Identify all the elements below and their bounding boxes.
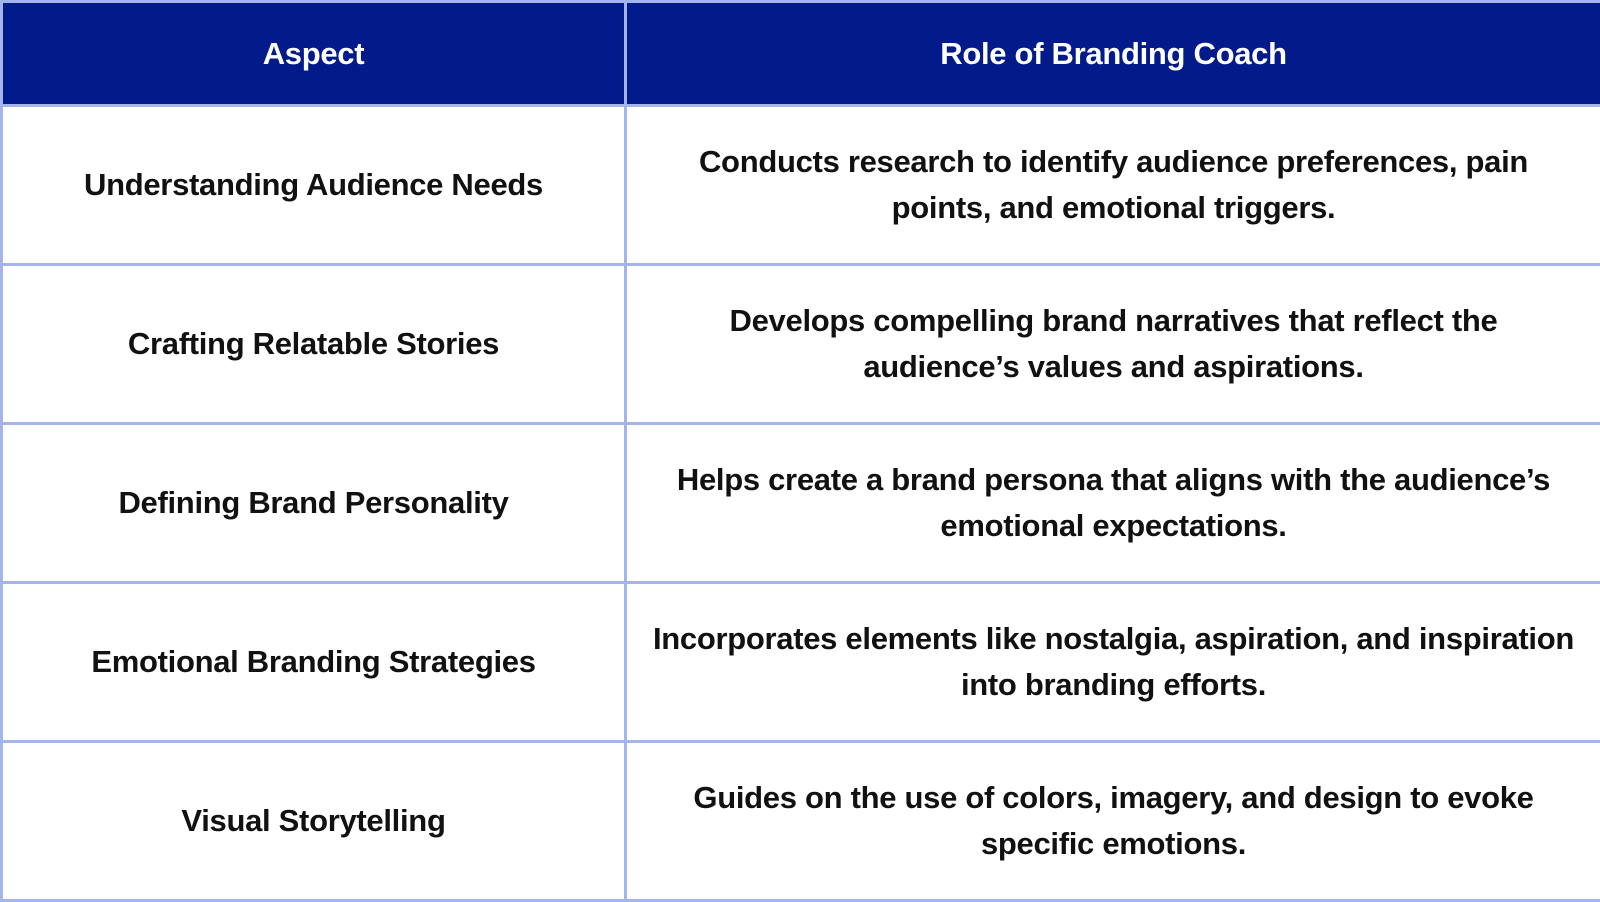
table-row: Crafting Relatable Stories Develops comp… (2, 265, 1600, 424)
header-aspect: Aspect (2, 2, 626, 106)
aspect-cell: Crafting Relatable Stories (2, 265, 626, 424)
role-cell: Conducts research to identify audience p… (626, 106, 1600, 265)
aspect-cell: Understanding Audience Needs (2, 106, 626, 265)
role-cell: Helps create a brand persona that aligns… (626, 424, 1600, 583)
role-cell: Incorporates elements like nostalgia, as… (626, 583, 1600, 742)
header-role-of-branding-coach: Role of Branding Coach (626, 2, 1600, 106)
table-row: Defining Brand Personality Helps create … (2, 424, 1600, 583)
header-row: Aspect Role of Branding Coach (2, 2, 1600, 106)
table-row: Visual Storytelling Guides on the use of… (2, 742, 1600, 901)
aspect-cell: Emotional Branding Strategies (2, 583, 626, 742)
role-cell: Guides on the use of colors, imagery, an… (626, 742, 1600, 901)
table-body: Understanding Audience Needs Conducts re… (2, 106, 1600, 901)
aspect-cell: Defining Brand Personality (2, 424, 626, 583)
role-cell: Develops compelling brand narratives tha… (626, 265, 1600, 424)
aspect-cell: Visual Storytelling (2, 742, 626, 901)
table-row: Emotional Branding Strategies Incorporat… (2, 583, 1600, 742)
table-row: Understanding Audience Needs Conducts re… (2, 106, 1600, 265)
table-header: Aspect Role of Branding Coach (2, 2, 1600, 106)
